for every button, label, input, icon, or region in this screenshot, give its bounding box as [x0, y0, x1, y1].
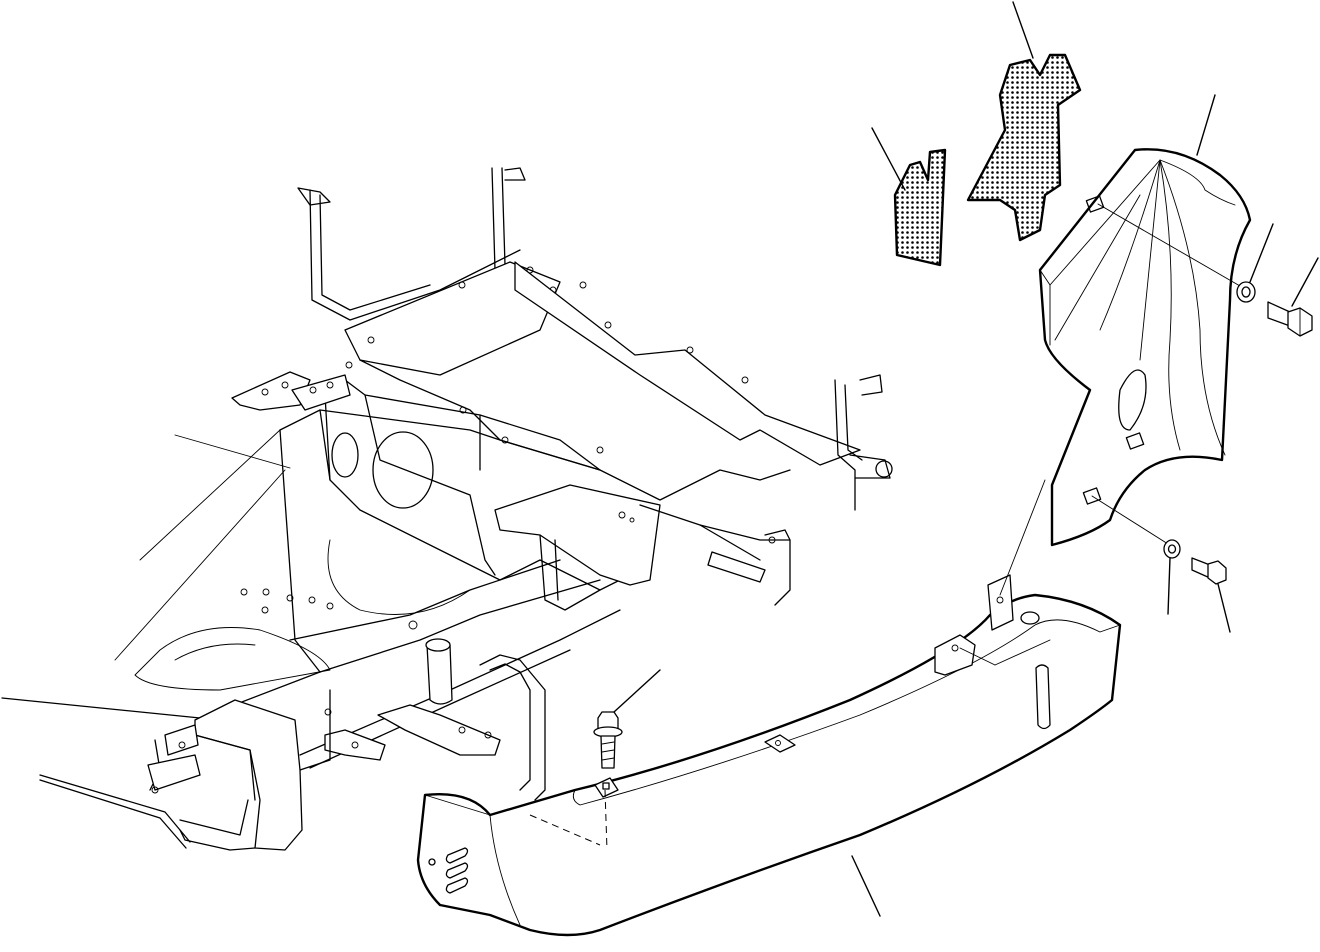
leader-line-bolt-upper: [1291, 257, 1319, 307]
insulation-pad-small: [893, 148, 947, 267]
leader-line-pad-small: [871, 127, 906, 191]
washer-upper: [1236, 281, 1256, 303]
leader-line-side-cover: [1196, 94, 1216, 156]
side-cover: [1038, 148, 1252, 547]
leader-line-washer-upper: [1249, 223, 1274, 283]
frame-assembly: [1, 167, 893, 851]
assembly-line-lower: [1091, 495, 1169, 545]
assembly-line-bolt: [604, 789, 608, 851]
leader-line-counterweight: [851, 855, 881, 917]
bolt-lower: [1191, 557, 1227, 585]
insulation-pad-large: [966, 53, 1082, 242]
bolt-upper: [1267, 301, 1313, 337]
washer-lower: [1163, 539, 1181, 559]
counterweight-cover: [416, 574, 1122, 937]
assembly-line-upper: [1097, 203, 1241, 287]
assembly-line-bracket: [994, 479, 1051, 666]
leader-line-flange-bolt: [613, 669, 661, 713]
leader-line-washer-lower: [1167, 557, 1171, 615]
leader-line-pad-large: [1012, 1, 1034, 59]
leader-line-bolt-lower: [1217, 583, 1231, 633]
assembly-line-cover: [529, 814, 601, 846]
flange-bolt: [593, 711, 623, 769]
